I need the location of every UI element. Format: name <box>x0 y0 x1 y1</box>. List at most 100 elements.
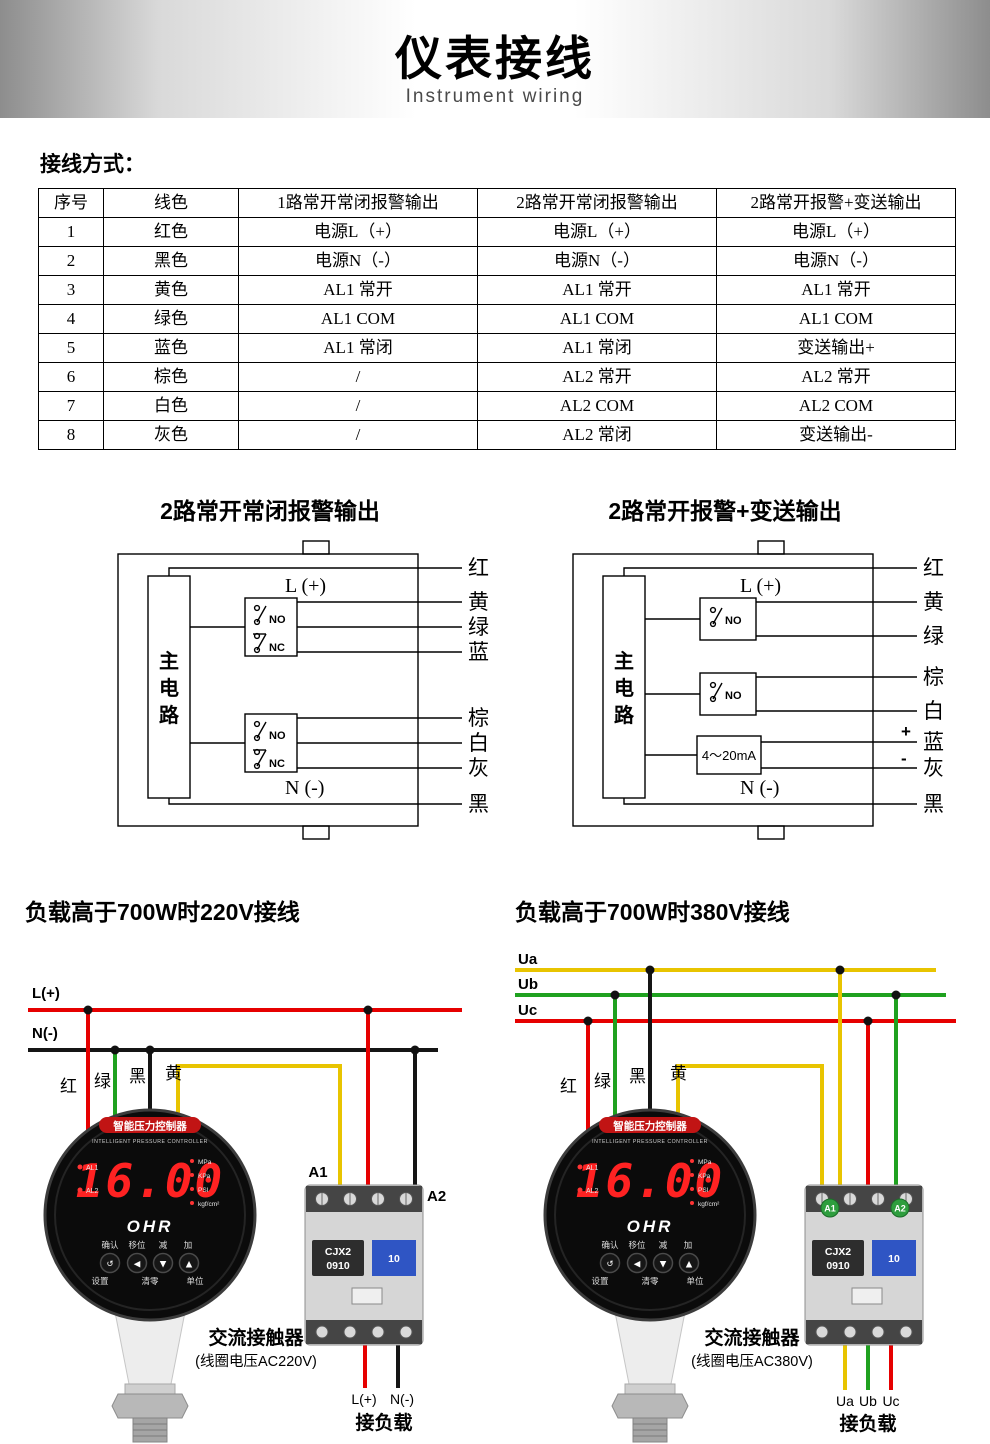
column-header: 线色 <box>103 188 239 218</box>
top-tab <box>757 540 785 555</box>
n-terminal-label: N (-) <box>285 777 324 799</box>
contactor-name: 交流接触器 <box>704 1326 800 1349</box>
table-cell: 3 <box>38 275 104 305</box>
table-cell: AL1 常闭 <box>477 333 717 363</box>
table-cell: AL2 COM <box>716 391 956 421</box>
table-cell: 2 <box>38 246 104 276</box>
wiring-220v-title: 负载高于700W时220V接线 <box>25 899 300 925</box>
wiring-380v-title: 负载高于700W时380V接线 <box>515 899 790 925</box>
table-cell: AL1 COM <box>238 304 478 334</box>
table-cell: AL2 常闭 <box>477 420 717 450</box>
column-header: 1路常开常闭报警输出 <box>238 188 478 218</box>
table-cell: AL1 常开 <box>477 275 717 305</box>
load-label: 接负载 <box>355 1411 412 1434</box>
a2-terminal-label: A2 <box>427 1188 446 1205</box>
load-ua-label: Ua <box>836 1393 854 1409</box>
page-subtitle: Instrument wiring <box>405 86 585 107</box>
schematic-two-way-transmit: NO NO 4～20mA L (+) N (-) + - 红 黄 绿 棕 白 蓝… <box>572 540 944 840</box>
ma-output-label: 4～20mA <box>702 748 757 763</box>
contactor-name: 交流接触器 <box>208 1326 304 1349</box>
main-circuit-label: 主电路 <box>614 651 634 727</box>
wire-label-white: 白 <box>923 699 944 723</box>
minus-sign: - <box>901 749 907 768</box>
junction-dot <box>645 965 655 975</box>
table-cell: 电源L（+） <box>477 217 717 247</box>
table-cell: 红色 <box>103 217 239 247</box>
table-cell: AL2 COM <box>477 391 717 421</box>
diagram-right-title: 2路常开报警+变送输出 <box>608 498 842 524</box>
table-cell: 8 <box>38 420 104 450</box>
ub-label: Ub <box>518 976 538 993</box>
wire-label-white: 白 <box>468 731 489 755</box>
n-terminal-label: N (-) <box>740 777 779 799</box>
table-cell: / <box>238 391 478 421</box>
table-cell: 灰色 <box>103 420 239 450</box>
n-power-line <box>168 798 462 805</box>
load-uc-label: Uc <box>882 1393 899 1409</box>
table-cell: 电源N（-） <box>238 246 478 276</box>
table-cell: 电源N（-） <box>716 246 956 276</box>
no-contact-symbol <box>709 606 723 628</box>
nc-label: NC <box>269 642 285 654</box>
wire-label-blue: 蓝 <box>923 730 944 754</box>
junction-dot <box>83 1005 93 1015</box>
coil-voltage-note: (线圈电压AC220V) <box>195 1353 317 1370</box>
table-cell: 7 <box>38 391 104 421</box>
wire-label-green: 绿 <box>923 624 944 648</box>
table-cell: 变送输出+ <box>716 333 956 363</box>
a1-badge <box>820 1198 840 1218</box>
header-banner: 仪表接线 Instrument wiring <box>0 0 990 118</box>
pressure-controller <box>543 1108 757 1444</box>
coil-voltage-note: (线圈电压AC380V) <box>691 1353 813 1370</box>
junction-dot <box>891 990 901 1000</box>
l-terminal-label: L (+) <box>740 575 781 597</box>
table-cell: 绿色 <box>103 304 239 334</box>
bottom-tab <box>757 825 785 840</box>
table-cell: 电源L（+） <box>716 217 956 247</box>
wire-label-red: 红 <box>468 556 489 580</box>
top-tab <box>302 540 330 555</box>
wire-label-yellow: 黄 <box>468 590 489 614</box>
table-cell: AL1 COM <box>716 304 956 334</box>
wire-label-blue: 蓝 <box>468 640 489 664</box>
junction-dot <box>110 1045 120 1055</box>
main-circuit-label: 主电路 <box>159 651 179 727</box>
wire-label-red: 红 <box>60 1077 77 1096</box>
junction-dot <box>610 990 620 1000</box>
l-power-line <box>168 567 462 576</box>
no-label: NO <box>725 690 742 702</box>
table-cell: AL1 常开 <box>238 275 478 305</box>
nc-contact-symbol <box>253 632 267 654</box>
table-cell: 黑色 <box>103 246 239 276</box>
no-label: NO <box>269 614 286 626</box>
wire-label-yellow: 黄 <box>923 590 944 614</box>
page-title: 仪表接线 <box>395 32 595 85</box>
wiring-380v-illustration: Ua Ub Uc 红 绿 黑 黄 A1 A2 交流接触器 (线圈电压AC380V… <box>515 951 956 1444</box>
ua-label: Ua <box>518 951 538 968</box>
no-label: NO <box>269 730 286 742</box>
table-cell: 1 <box>38 217 104 247</box>
nc-label: NC <box>269 758 285 770</box>
table-cell: 6 <box>38 362 104 392</box>
table-cell: 变送输出- <box>716 420 956 450</box>
uc-label: Uc <box>518 1002 537 1019</box>
schematic-two-way-no-nc: NO NC NO NC L (+) N (-) 红 黄 绿 蓝 棕 白 灰 黑 <box>117 540 489 840</box>
plus-sign: + <box>901 722 911 741</box>
table-cell: 棕色 <box>103 362 239 392</box>
instrument-outline <box>117 553 419 827</box>
table-cell: 蓝色 <box>103 333 239 363</box>
ac-contactor <box>304 1184 424 1346</box>
wire-label-brown: 棕 <box>923 665 944 689</box>
section-label: 接线方式： <box>40 152 145 176</box>
wire-label-gray: 灰 <box>923 756 944 780</box>
a2-badge <box>890 1198 910 1218</box>
column-header: 序号 <box>38 188 104 218</box>
power-n-label: N(-) <box>32 1025 58 1042</box>
table-cell: 电源L（+） <box>238 217 478 247</box>
